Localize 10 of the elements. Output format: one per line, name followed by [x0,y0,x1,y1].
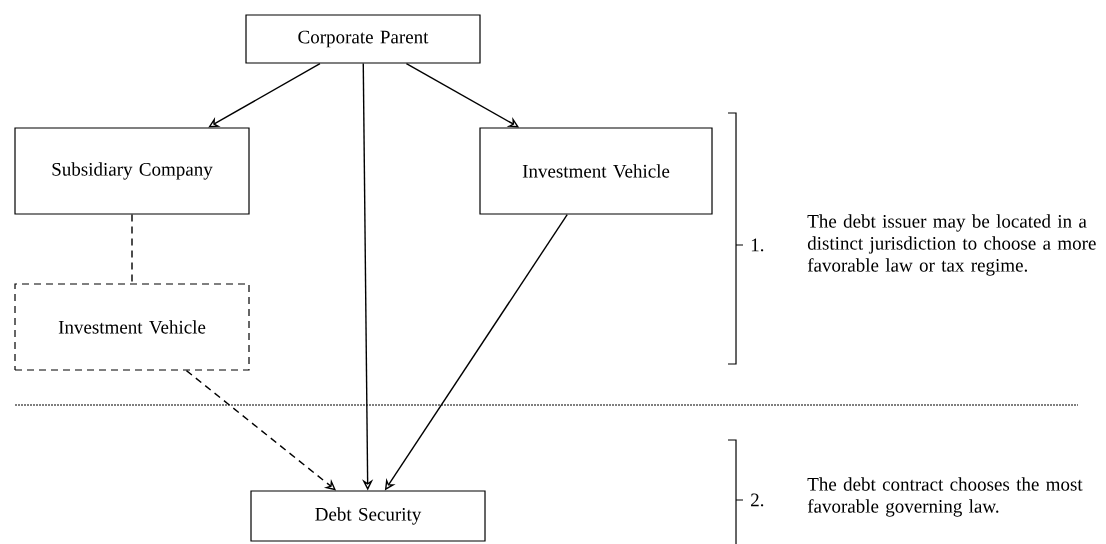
box: Subsidiary Company [14,127,250,215]
box: Corporate Parent [245,14,481,64]
item-number: 2. [751,493,764,507]
box: Investment Vehicle [479,127,713,215]
item-number: 1. [751,238,764,252]
dashed-box: Investment Vehicle [14,283,250,371]
box: Debt Security [250,490,486,542]
note-text: The debt issuer may be located in a distinct jurisdiction to choose a more favorable law or tax regime. [807,214,1096,276]
arrow [208,62,321,128]
note-text: The debt contract chooses the most favorable governing law. [807,477,1083,517]
